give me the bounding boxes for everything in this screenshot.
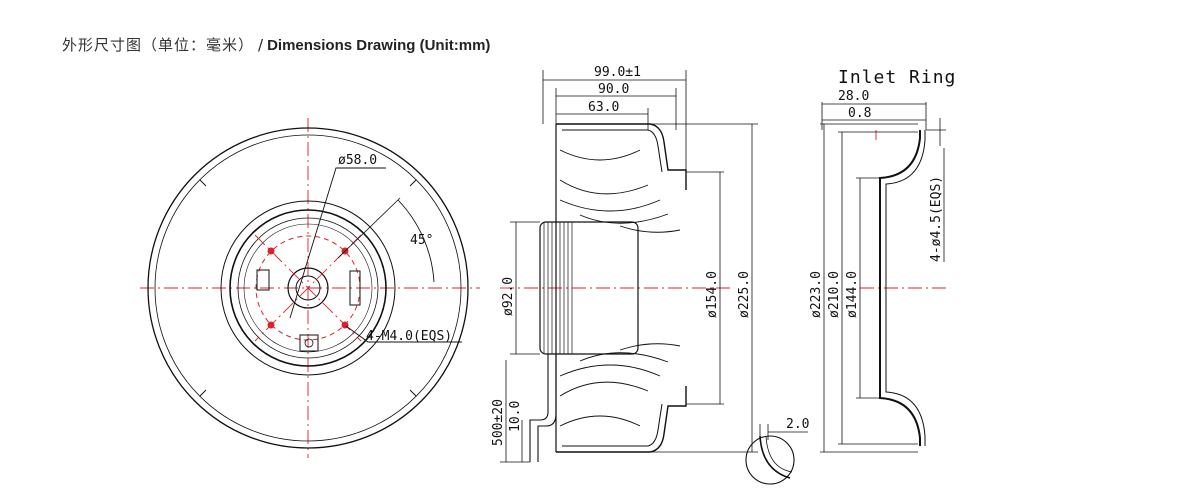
front-hole-spec: 4-M4.0(EQS)	[366, 329, 452, 344]
side-inner-length: 63.0	[588, 100, 619, 115]
ring-width: 28.0	[838, 89, 869, 104]
inlet-ring-view: Inlet Ring 28.0 0.8 ø223.0 ø210.0 ø144.0…	[745, 67, 956, 485]
side-motor-diameter: ø92.0	[501, 277, 516, 316]
side-view: 99.0±1 90.0 63.0 ø92.0 ø154.0 ø225.0 500…	[491, 65, 758, 463]
ring-diameter-144: ø144.0	[845, 271, 860, 318]
ring-heading: Inlet Ring	[838, 67, 956, 88]
side-inlet-diameter: ø154.0	[705, 271, 720, 318]
title-separator: /	[258, 36, 264, 54]
drawing-title: 外形尺寸图（单位：毫米）/Dimensions Drawing (Unit:mm…	[62, 34, 490, 55]
ring-diameter-210: ø210.0	[827, 271, 842, 318]
ring-hole-spec: 4-ø4.5(EQS)	[929, 176, 944, 262]
title-en: Dimensions Drawing (Unit:mm)	[267, 37, 491, 54]
title-cn: 外形尺寸图（单位：毫米）	[62, 36, 255, 54]
front-view: ø58.0 45° 4-M4.0(EQS)	[140, 118, 480, 458]
side-outer-diameter: ø225.0	[737, 271, 752, 318]
side-mid-length: 90.0	[598, 82, 629, 97]
front-center-diameter: ø58.0	[338, 153, 377, 168]
front-angle: 45°	[410, 233, 433, 248]
ring-diameter-223: ø223.0	[809, 271, 824, 318]
ring-detail-thickness: 2.0	[786, 417, 809, 432]
side-strip-length: 10.0	[508, 401, 523, 432]
side-total-length: 99.0±1	[594, 65, 641, 80]
ring-thickness: 0.8	[848, 106, 871, 121]
side-cable-length: 500±20	[491, 399, 506, 446]
